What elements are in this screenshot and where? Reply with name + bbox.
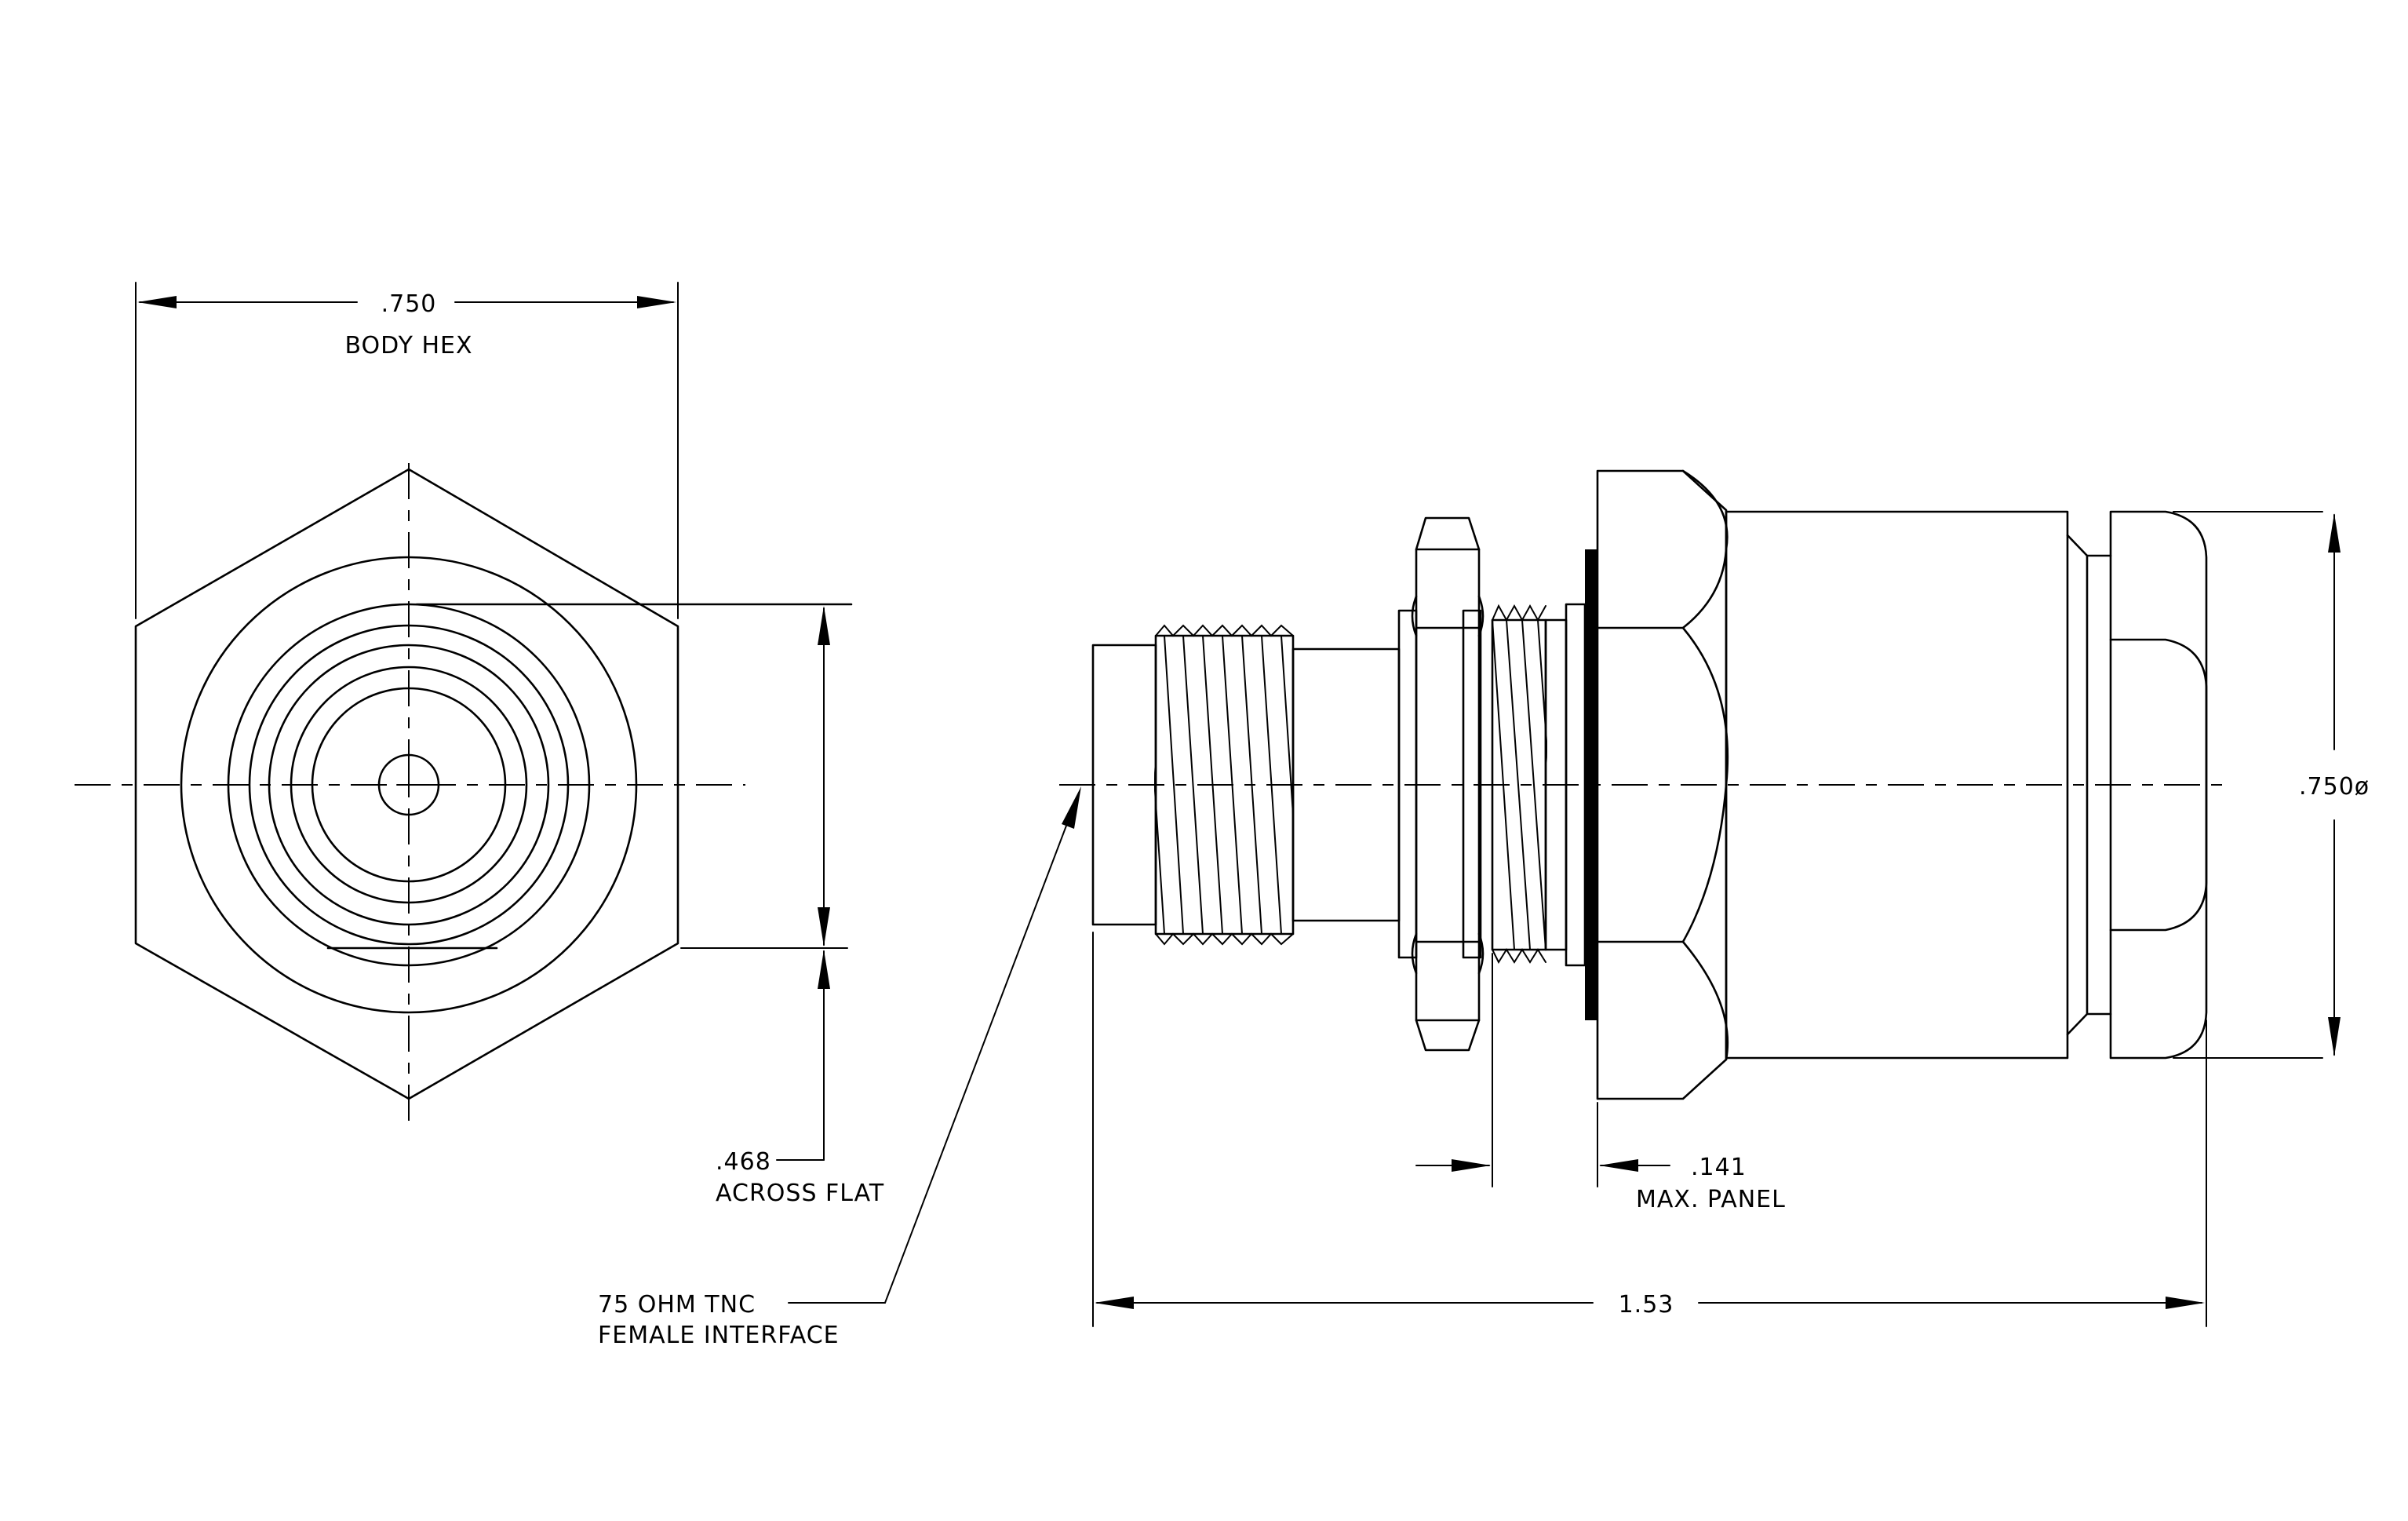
across-flat-label: ACROSS FLAT — [716, 1180, 884, 1207]
panel-gasket — [1585, 549, 1597, 1020]
side-view — [1059, 469, 2228, 1100]
interface-line1: 75 OHM TNC — [598, 1291, 756, 1319]
front-view: .750 BODY HEX .468 ACROSS FLAT — [75, 282, 884, 1207]
overall-length-value: 1.53 — [1619, 1291, 1674, 1319]
max-panel-label: MAX. PANEL — [1636, 1186, 1786, 1213]
body-diameter-value: .750ø — [2299, 773, 2370, 801]
interface-line2: FEMALE INTERFACE — [598, 1322, 840, 1349]
coupling-threads — [1154, 624, 1294, 946]
rear-nut — [2109, 510, 2208, 1060]
main-body — [1725, 510, 2069, 1060]
side-dimensions: .750ø 1.53 .141 MAX. PANEL 75 OHM TNC FE… — [598, 511, 2370, 1349]
body-hex-value: .750 — [381, 290, 437, 318]
max-panel-value: .141 — [1691, 1154, 1747, 1181]
body-neck — [2066, 534, 2089, 1036]
panel-nut — [1415, 516, 1481, 1052]
body-hex-label: BODY HEX — [344, 332, 472, 359]
across-flat-value: .468 — [716, 1148, 771, 1176]
